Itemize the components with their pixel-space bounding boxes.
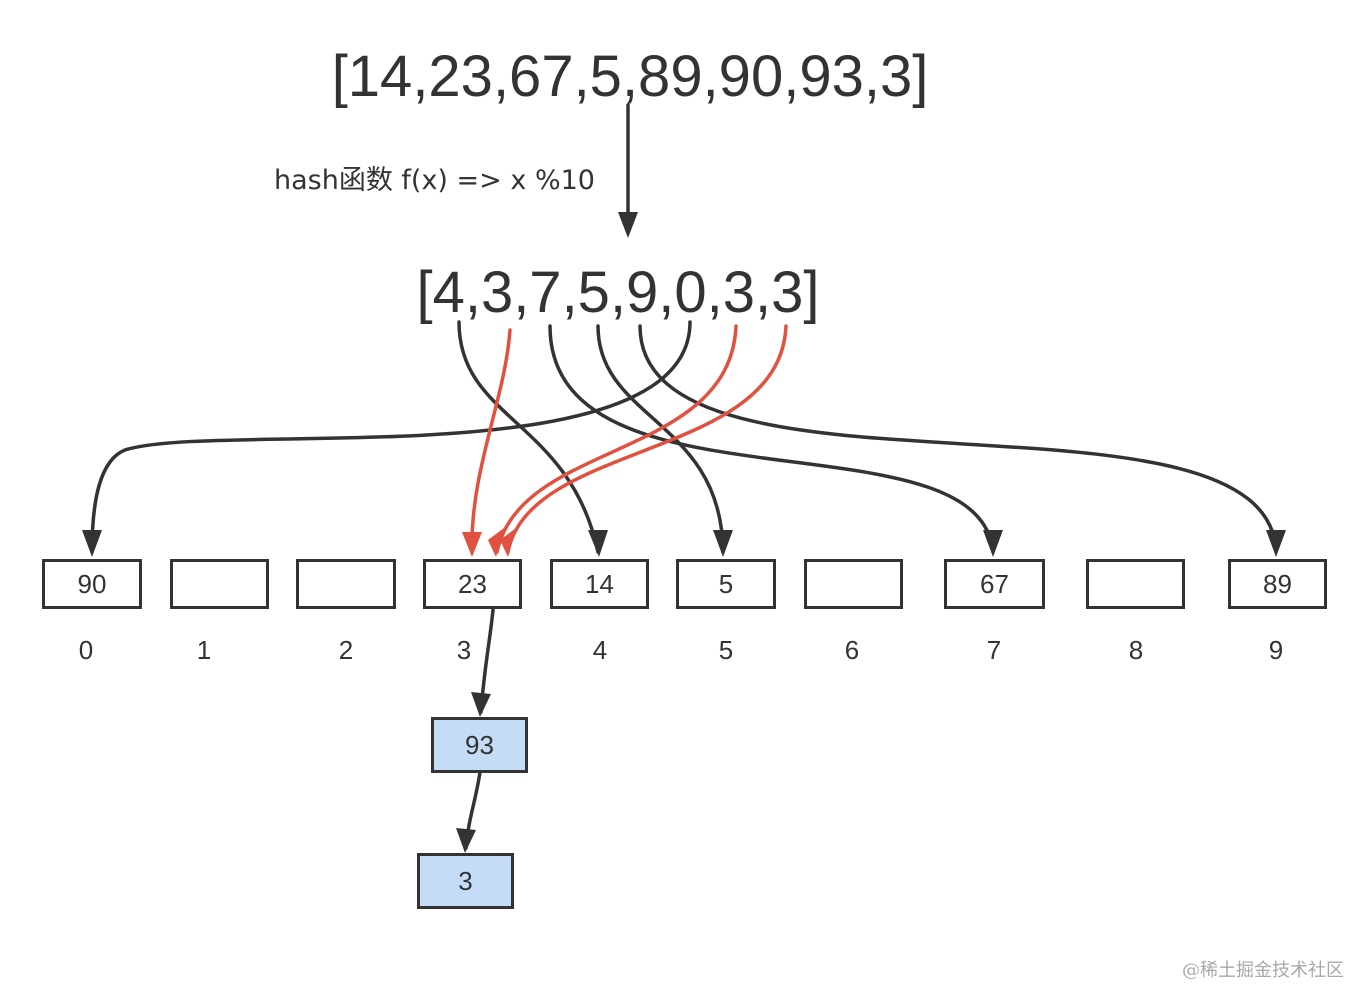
bucket-7: 67 — [944, 559, 1045, 609]
bucket-9: 89 — [1228, 559, 1327, 609]
bucket-value: 14 — [585, 568, 614, 599]
arrowhead-chain-2 — [456, 828, 476, 853]
bucket-5: 5 — [676, 559, 776, 609]
input-array: [14,23,67,5,89,90,93,3] — [331, 44, 929, 109]
bucket-index-4: 4 — [592, 635, 608, 665]
hash-function-label: hash函数 f(x) => x %10 — [274, 165, 595, 196]
bucket-8 — [1086, 559, 1185, 609]
arrowhead-red-3 — [500, 528, 516, 557]
arrowhead-5 — [713, 530, 733, 557]
bucket-index-0: 0 — [78, 635, 94, 665]
bucket-6 — [804, 559, 903, 609]
bucket-index-6: 6 — [844, 635, 860, 665]
bucket-value: 5 — [718, 568, 734, 599]
arrowhead-67 — [983, 530, 1003, 557]
mapping-arrow-89 — [638, 324, 1278, 554]
arrowhead-hash — [618, 212, 638, 238]
mapping-arrow-90 — [90, 320, 692, 554]
arrowhead-chain-1 — [471, 692, 491, 717]
bucket-index-9: 9 — [1268, 635, 1284, 665]
collision-arrow-3 — [506, 324, 788, 554]
chain-node: 3 — [417, 853, 514, 909]
chain-node-value: 3 — [458, 865, 473, 896]
bucket-2 — [296, 559, 396, 609]
arrowhead-red-1 — [462, 532, 482, 557]
bucket-value: 23 — [458, 568, 487, 599]
arrowhead-red-2 — [488, 528, 504, 557]
bucket-0: 90 — [42, 559, 142, 609]
hash-array: [4,3,7,5,9,0,3,3] — [416, 260, 820, 325]
collision-arrow-23 — [470, 328, 512, 554]
bucket-value: 89 — [1263, 568, 1292, 599]
bucket-index-3: 3 — [456, 635, 472, 665]
arrowhead-14 — [588, 530, 608, 557]
mapping-arrow-14 — [457, 320, 600, 554]
mapping-arrow-67 — [548, 324, 995, 554]
bucket-1 — [170, 559, 269, 609]
bucket-index-8: 8 — [1128, 635, 1144, 665]
arrowhead-90 — [82, 530, 102, 557]
bucket-index-2: 2 — [338, 635, 354, 665]
bucket-3: 23 — [423, 559, 522, 609]
bucket-index-7: 7 — [986, 635, 1002, 665]
chain-node-value: 93 — [465, 729, 494, 760]
bucket-index-5: 5 — [718, 635, 734, 665]
chain-node: 93 — [431, 717, 528, 773]
arrowhead-89 — [1266, 530, 1286, 557]
mapping-arrow-5 — [596, 324, 725, 554]
bucket-value: 67 — [980, 568, 1009, 599]
bucket-value: 90 — [77, 568, 107, 599]
bucket-4: 14 — [550, 559, 649, 609]
collision-arrow-93 — [495, 324, 738, 554]
watermark: @稀土掘金技术社区 — [1182, 960, 1344, 981]
bucket-index-1: 1 — [196, 635, 212, 665]
